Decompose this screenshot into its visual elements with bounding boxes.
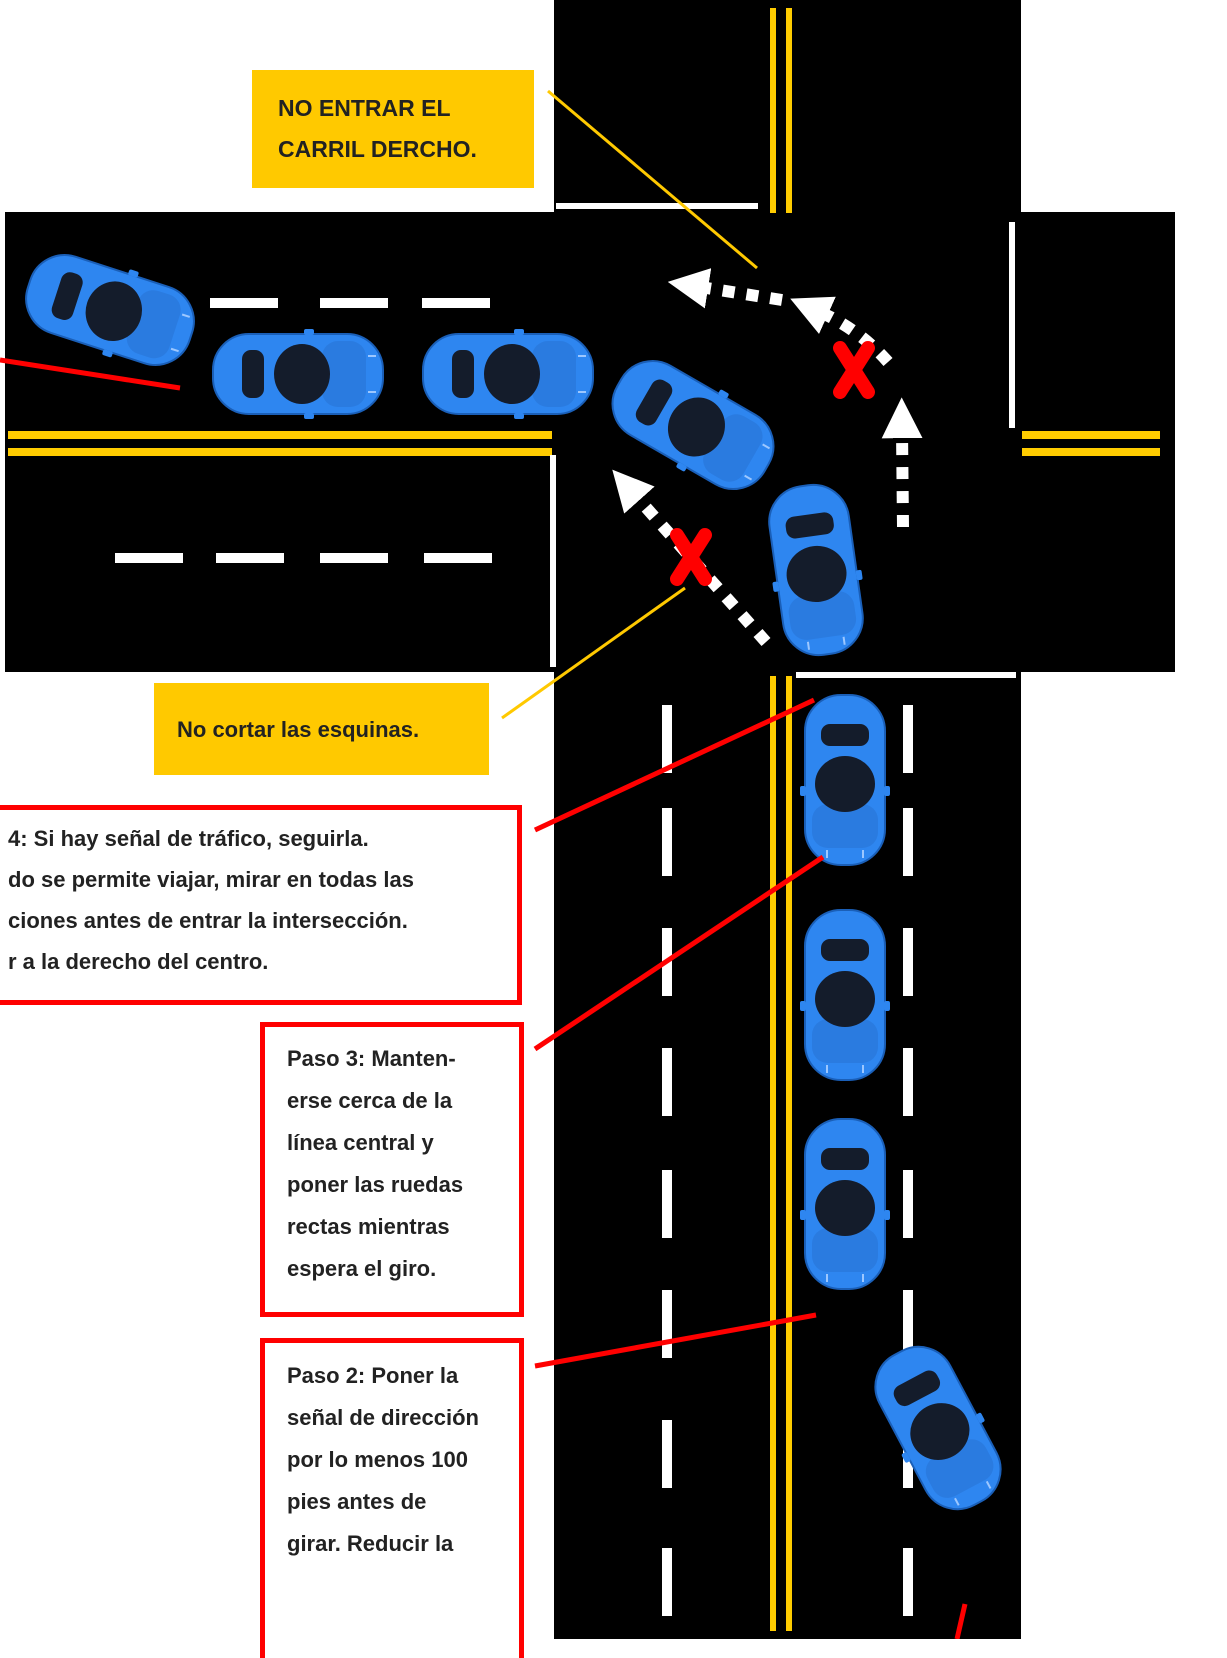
step-line: erse cerca de la [287, 1088, 453, 1113]
step-line: 4: Si hay señal de tráfico, seguirla. [8, 826, 369, 851]
center-line-east [1022, 431, 1160, 456]
step-line: girar. Reducir la [287, 1531, 454, 1556]
stop-line-north [556, 203, 758, 209]
pointer-line [547, 89, 758, 270]
lane-dashes-west-bottom [115, 553, 492, 563]
pointer-line [954, 1603, 968, 1639]
step-line: pies antes de [287, 1489, 427, 1514]
car-icon [799, 694, 891, 866]
step-2-box: Paso 2: Poner la señal de dirección por … [260, 1338, 524, 1658]
step-line: espera el giro. [287, 1256, 437, 1281]
pointer-line [501, 586, 686, 720]
step-line: por lo menos 100 [287, 1447, 468, 1472]
center-line-north [770, 8, 792, 213]
pointer-line [533, 697, 816, 833]
step-line: do se permite viajar, mirar en todas las [8, 867, 414, 892]
step-line: poner las ruedas [287, 1172, 464, 1197]
callout-line: NO ENTRAR EL [278, 95, 451, 121]
pointer-line [533, 854, 825, 1052]
x-mark-icon [670, 528, 712, 586]
step-line: señal de dirección [287, 1405, 479, 1430]
callout-no-right-lane: NO ENTRAR EL CARRIL DERCHO. [252, 70, 534, 188]
stop-line-south [796, 672, 1016, 678]
step-line: Paso 2: Poner la [287, 1363, 459, 1388]
stop-line-east [1009, 222, 1015, 428]
step-line: línea central y [287, 1130, 434, 1155]
horizontal-road [5, 212, 1175, 672]
step-line: ciones antes de entrar la intersección. [8, 908, 408, 933]
callout-line: CARRIL DERCHO. [278, 136, 477, 162]
car-icon [799, 909, 891, 1081]
callout-no-cut-corners: No cortar las esquinas. [154, 683, 489, 775]
step-3-box: Paso 3: Manten- erse cerca de la línea c… [260, 1022, 524, 1317]
arrow-icon [790, 296, 893, 366]
lane-dashes-west-top [210, 298, 490, 308]
step-line: Paso 3: Manten- [287, 1046, 456, 1071]
pointer-line [534, 1312, 817, 1369]
step-4-box: 4: Si hay señal de tráfico, seguirla. do… [0, 805, 522, 1005]
car-icon [799, 1118, 891, 1290]
pointer-line [0, 357, 181, 391]
arrow-icon [881, 397, 923, 528]
car-icon [212, 328, 384, 420]
step-line: r a la derecho del centro. [8, 949, 269, 974]
callout-line: No cortar las esquinas. [177, 717, 420, 742]
car-icon [422, 328, 594, 420]
x-mark-icon [833, 341, 875, 399]
stop-line-west [550, 455, 556, 667]
center-line-south [770, 676, 792, 1631]
center-line-west [8, 431, 552, 456]
step-line: rectas mientras [287, 1214, 450, 1239]
